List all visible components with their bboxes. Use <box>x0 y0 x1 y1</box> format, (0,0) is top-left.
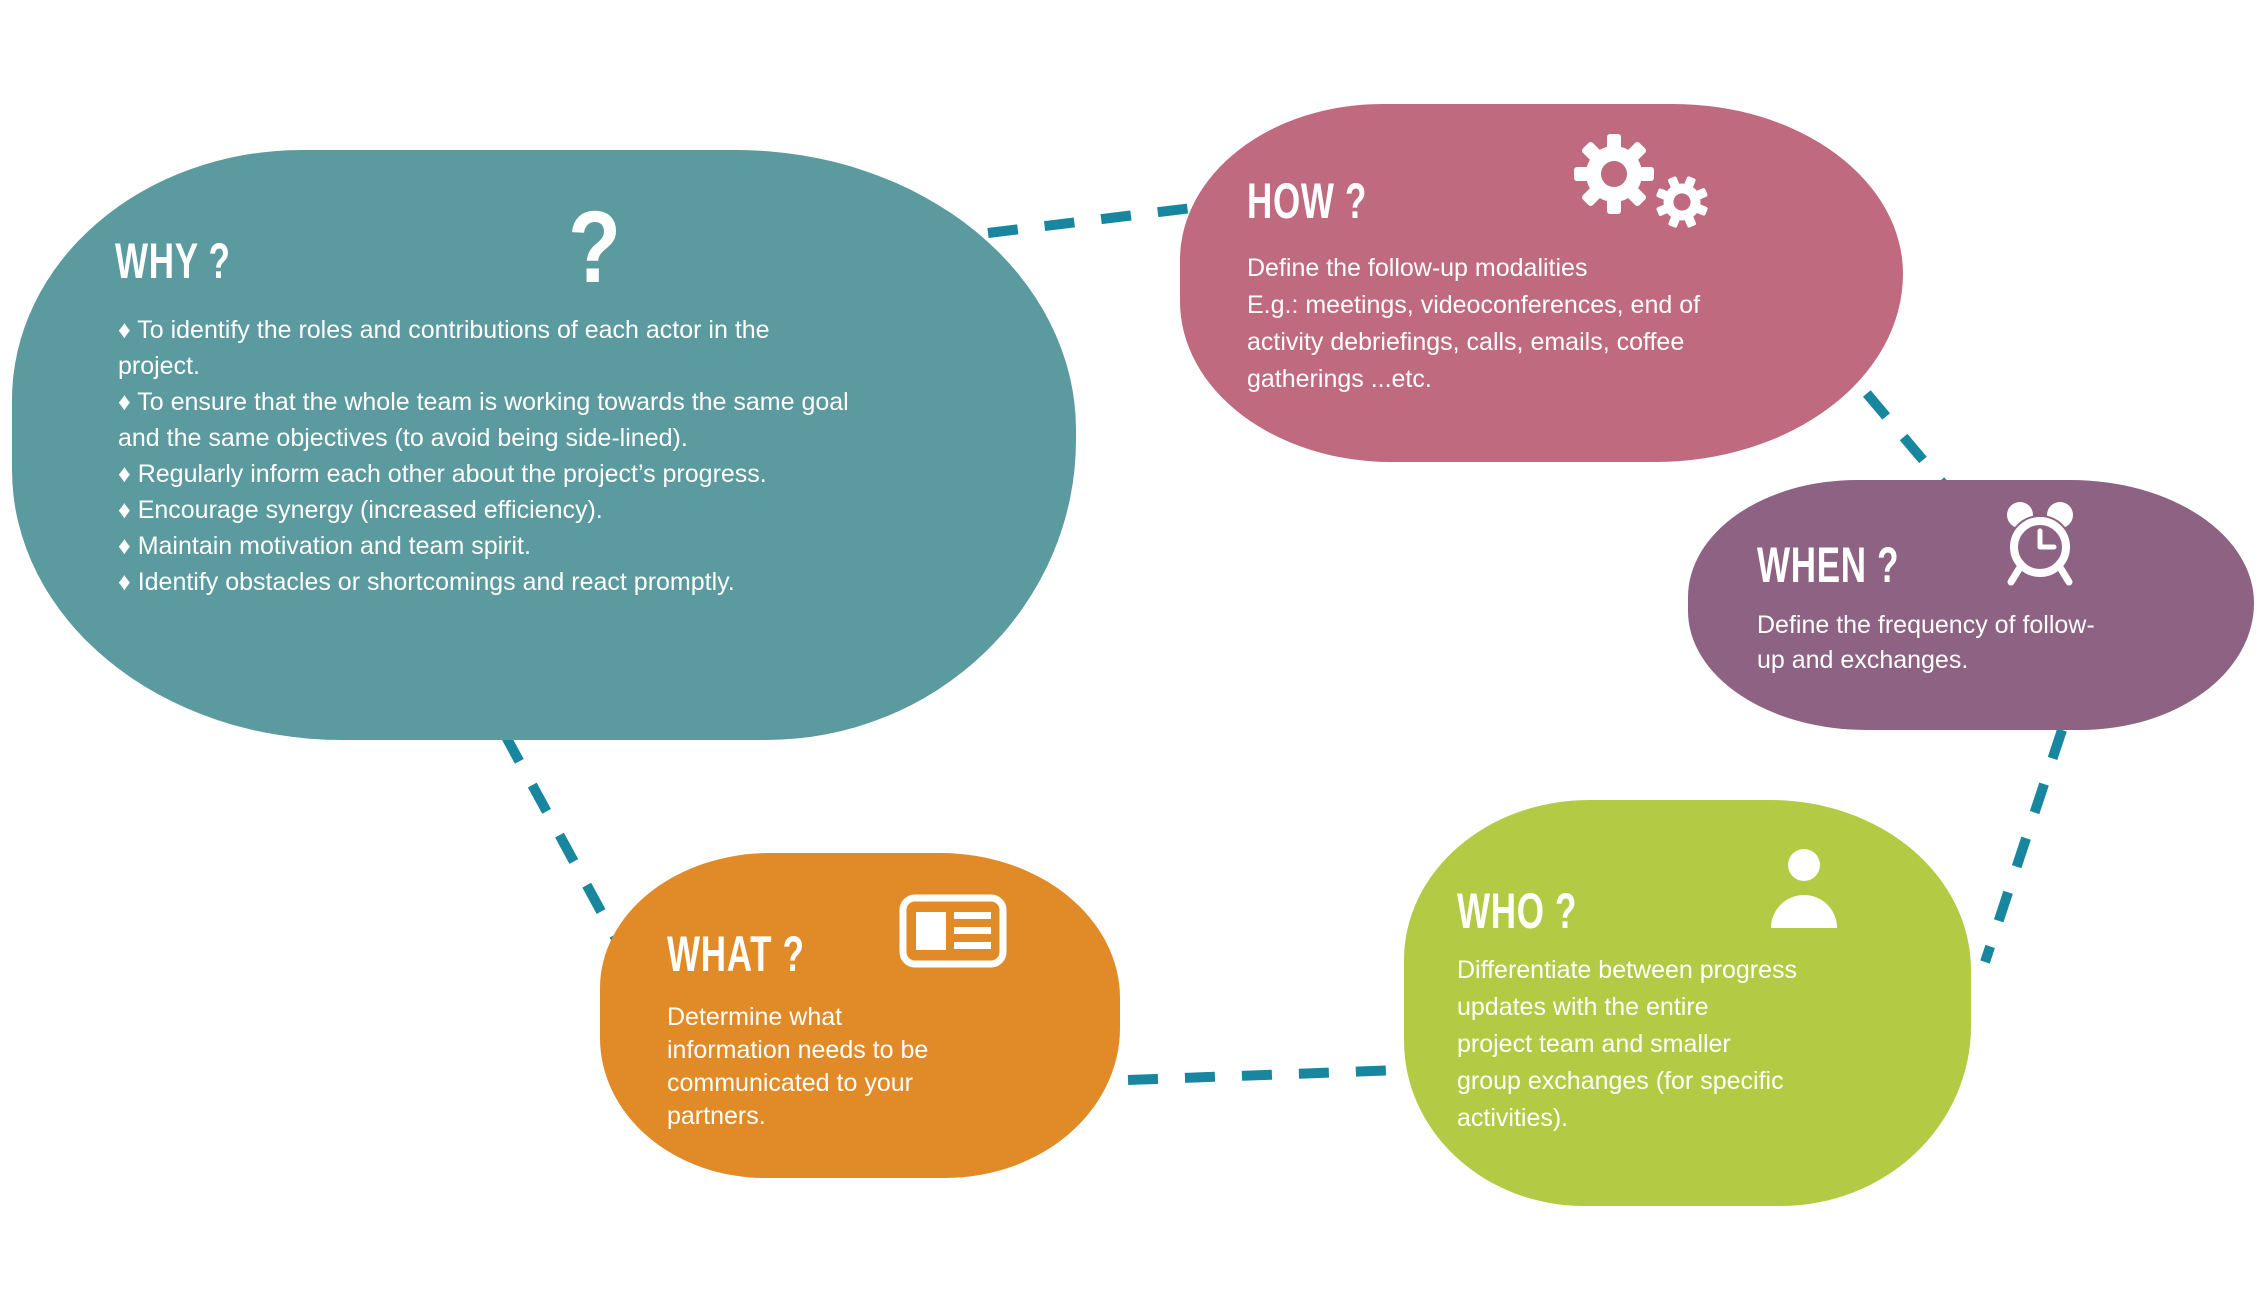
why-line: ♦ Encourage synergy (increased efficienc… <box>118 496 603 524</box>
why-text: ♦ To identify the roles and contribution… <box>118 312 1068 600</box>
who-line: project team and smaller <box>1457 1030 1731 1058</box>
what-line: information needs to be <box>667 1036 929 1064</box>
why-line: ♦ To ensure that the whole team is worki… <box>118 388 849 416</box>
how-text: Define the follow-up modalities E.g.: me… <box>1247 250 1700 398</box>
when-text: Define the frequency of follow- up and e… <box>1757 608 2095 678</box>
who-line: Differentiate between progress <box>1457 956 1798 984</box>
what-card: WHAT ? Determine what information needs … <box>600 853 1120 1178</box>
id-card-icon <box>899 894 1007 968</box>
connector-why-what <box>500 732 627 953</box>
gears-icon <box>1574 134 1708 228</box>
who-line: updates with the entire <box>1457 993 1709 1021</box>
who-text: Differentiate between progress updates w… <box>1457 952 1797 1137</box>
why-card: WHY ? ? ♦ To identify the roles and cont… <box>12 150 1076 740</box>
when-line: up and exchanges. <box>1757 646 1969 674</box>
what-line: partners. <box>667 1102 766 1130</box>
how-line: Define the follow-up modalities <box>1247 254 1588 282</box>
why-line: ♦ Regularly inform each other about the … <box>118 460 767 488</box>
why-title: WHY ? <box>115 233 231 289</box>
how-line: activity debriefings, calls, emails, cof… <box>1247 328 1685 356</box>
what-title: WHAT ? <box>667 926 805 982</box>
question-mark-icon: ? <box>568 190 621 304</box>
how-title: HOW ? <box>1247 173 1368 229</box>
why-line: ♦ Identify obstacles or shortcomings and… <box>118 568 735 596</box>
connector-what-who <box>1127 1065 1401 1085</box>
who-line: group exchanges (for specific <box>1457 1067 1784 1095</box>
who-title: WHO ? <box>1457 883 1578 939</box>
why-line: ♦ To identify the roles and contribution… <box>118 316 770 344</box>
connector-when-who <box>1980 728 2067 964</box>
when-title: WHEN ? <box>1757 537 1900 593</box>
alarm-clock-icon <box>2007 502 2073 586</box>
connector-why-how <box>987 203 1193 238</box>
how-card: HOW ? <box>1180 104 1903 462</box>
why-line: and the same objectives (to avoid being … <box>118 424 688 452</box>
who-card: WHO ? Differentiate between progress upd… <box>1404 800 1971 1206</box>
why-line: project. <box>118 352 200 380</box>
person-icon <box>1771 849 1837 928</box>
when-card: WHEN ? Define the frequency of follow- u… <box>1688 480 2254 730</box>
who-line: activities). <box>1457 1104 1569 1132</box>
how-line: E.g.: meetings, videoconferences, end of <box>1247 291 1701 319</box>
when-line: Define the frequency of follow- <box>1757 611 2095 639</box>
why-line: ♦ Maintain motivation and team spirit. <box>118 532 531 560</box>
what-text: Determine what information needs to be c… <box>667 1001 928 1133</box>
what-line: communicated to your <box>667 1069 913 1097</box>
what-line: Determine what <box>667 1003 843 1031</box>
how-line: gatherings ...etc. <box>1247 365 1432 393</box>
